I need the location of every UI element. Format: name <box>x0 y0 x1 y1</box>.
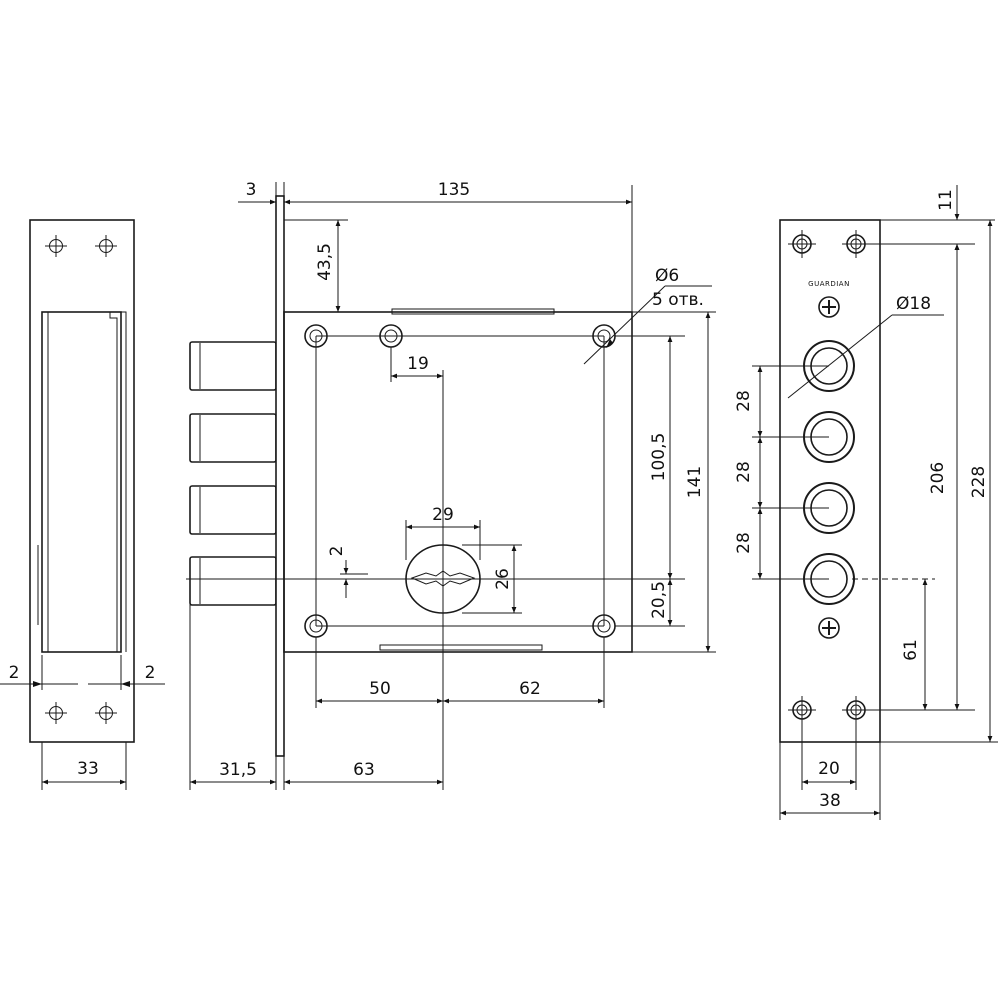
crosshair-circle-icon <box>788 230 816 258</box>
lock-case <box>283 311 633 653</box>
dim-keyhole-offset: 2 <box>327 546 347 557</box>
dim-strike-edge-right: 2 <box>145 663 156 683</box>
dim-keyhole-width: 29 <box>432 505 454 525</box>
dim-bottom-hole-spacing: 20 <box>818 759 840 779</box>
dim-hole-count: 5 отв. <box>652 290 704 310</box>
crosshair-circle-icon <box>842 696 870 724</box>
dim-keyhole-height: 26 <box>493 568 513 590</box>
bolt <box>189 341 277 391</box>
faceplate <box>275 195 285 757</box>
dim-bolt-pitch-1: 28 <box>734 390 754 412</box>
dim-plate-length: 228 <box>969 466 989 498</box>
dim-hole-diameter: Ø6 <box>655 266 679 286</box>
dim-bolt-pitch-3: 28 <box>734 532 754 554</box>
dim-faceplate-thickness: 3 <box>246 180 257 200</box>
dim-top-offset: 43,5 <box>315 243 335 281</box>
crosshair-circle-icon <box>95 235 117 257</box>
dim-keyhole-to-hole: 20,5 <box>649 581 669 619</box>
crosshair-circle-icon <box>842 230 870 258</box>
phillips-screw-icon <box>818 296 840 318</box>
dim-strike-width: 33 <box>77 759 99 779</box>
mount-hole <box>304 324 328 348</box>
dim-body-height: 141 <box>685 466 705 498</box>
dim-plate-top-offset: 11 <box>936 189 956 211</box>
bolt <box>189 556 277 606</box>
front-plate-outline <box>779 219 881 743</box>
front-plate-view: GUARDIAN Ø18 28 28 28 11 206 <box>734 185 998 820</box>
dim-hole-to-key: 50 <box>369 679 391 699</box>
strike-plate-outline <box>29 219 135 743</box>
crosshair-circle-icon <box>45 235 67 257</box>
dim-strike-edge-left: 2 <box>9 663 20 683</box>
dim-hole-offset: 19 <box>407 354 429 374</box>
dim-bolt-projection: 31,5 <box>219 760 257 780</box>
dim-body-length: 135 <box>438 180 470 200</box>
dim-hole-spacing: 100,5 <box>649 433 669 482</box>
crosshair-circle-icon <box>45 702 67 724</box>
dim-plate-width: 38 <box>819 791 841 811</box>
dim-backset: 63 <box>353 760 375 780</box>
dim-bolt-diameter: Ø18 <box>896 294 931 314</box>
lock-body-view: 3 135 43,5 Ø6 5 отв. 19 29 2 26 <box>186 180 716 790</box>
bolt <box>189 485 277 535</box>
strike-box <box>41 311 122 653</box>
phillips-screw-icon <box>818 617 840 639</box>
bolt <box>189 413 277 463</box>
brand-mark: GUARDIAN <box>808 280 850 288</box>
dim-plate-holes-span: 206 <box>928 462 948 494</box>
crosshair-circle-icon <box>788 696 816 724</box>
strike-plate-view: 2 2 33 <box>0 219 165 790</box>
dim-bolt-pitch-2: 28 <box>734 461 754 483</box>
dim-bottom-bolt-offset: 61 <box>901 639 921 661</box>
crosshair-circle-icon <box>95 702 117 724</box>
dim-key-to-hole: 62 <box>519 679 541 699</box>
